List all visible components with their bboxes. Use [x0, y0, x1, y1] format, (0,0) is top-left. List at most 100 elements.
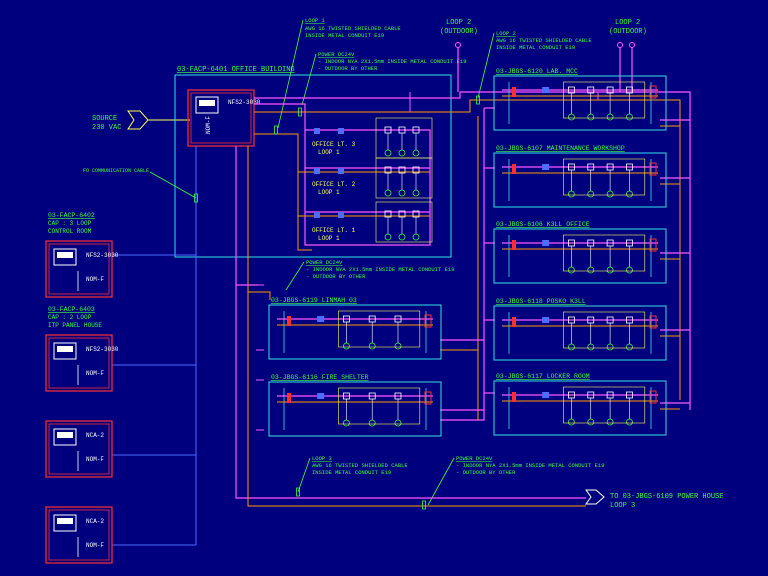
office-floor-3: OFFICE LT. 3 LOOP 1 [312, 141, 356, 156]
loop2-leader [477, 32, 495, 99]
right-jb-4-terminal-in [512, 317, 516, 327]
office-floor-2-detector-3 [412, 189, 420, 197]
loop3-note-l1: AWG 16 TWISTED SHIELDED CABLE [312, 462, 408, 469]
office-floor-1-control-module [314, 212, 320, 218]
side-panel-4-inner [48, 509, 110, 561]
power-note-3-title: POWER DC24V [456, 455, 493, 462]
power-note-2-title: POWER DC24V [306, 259, 343, 266]
loop3-note-title: LOOP 3 [312, 455, 332, 462]
mid-to-right-links [440, 339, 484, 411]
cable-marker-5 [422, 500, 426, 510]
right-jb-1-detector-1 [568, 113, 575, 121]
mid-jb-1-terminal-in [287, 316, 291, 326]
side-panel-1-model: NFS2-3030 [86, 252, 119, 259]
side-panel-1-screen [57, 252, 73, 258]
side-panel-1-location: CONTROL ROOM [48, 228, 92, 235]
fo-comm-cable-note: FO COMMUNICATION CABLE [83, 168, 197, 199]
right-jb-5-terminal-in [512, 392, 516, 402]
power-note-1: POWER DC24V - INDOOR NYA 2X1.5mm INSIDE … [301, 51, 467, 106]
right-jb-4-control-module [542, 317, 550, 323]
side-panel-2-display-icon [53, 342, 77, 360]
side-panel-2-outer [45, 334, 113, 392]
right-jb-1-control-module [542, 87, 550, 93]
power-house-label: TO 03-JBGS-6109 POWER HOUSE [610, 493, 723, 501]
fo-comm-cable-leader [149, 171, 197, 199]
power2-orange-trunk [254, 99, 681, 400]
loop2-taps [409, 92, 599, 112]
right-jb-3-detector-3 [606, 266, 614, 274]
power-note-3-leader [427, 457, 455, 506]
loop3-note-l2: INSIDE METAL CONDUIT E19 [312, 469, 391, 476]
power-note-2-leader [285, 261, 305, 291]
office-floor-1-detector-3 [412, 233, 420, 241]
mid-jb-1-terminal [424, 314, 432, 328]
right-jb-1-frame [493, 75, 667, 131]
loop1-note-l1: AWG 16 TWISTED SHIELDED CABLE [305, 25, 401, 32]
right-jb-2-frame [493, 152, 667, 208]
loop1-note-l2: INSIDE METAL CONDUIT E19 [305, 32, 384, 39]
office-building-title: 03-FACP-6401 OFFICE BUILDING [177, 66, 295, 74]
right-jb-1: 03-JBGS-6120 LAB. MCC [493, 68, 667, 131]
power-note-2-l1: - INDOOR NYA 2X1.5mm INSIDE METAL CONDUI… [306, 266, 455, 273]
cable-marker-2 [298, 107, 302, 117]
side-panel-4-screen [57, 518, 73, 524]
loop2-note: LOOP 2 AWG 16 TWISTED SHIELDED CABLE INS… [477, 30, 592, 99]
mid-jb-2-control-module [317, 393, 325, 399]
source-label: SOURCE [92, 115, 117, 123]
junction-box-panels: 03-JBGS-6120 LAB. MCC 03-JBGS-6107 MAINTE… [268, 68, 667, 437]
loop2-outdoor-a-sub: (OUTDOOR) [440, 28, 478, 36]
right-jb-4-detector-1 [568, 343, 575, 351]
office-floor-2-zone [375, 157, 433, 199]
office-floor-2-detector-2 [398, 189, 406, 197]
facp-6401-nom: NOM-F [205, 116, 212, 134]
office-floor-2-relay-module [338, 168, 344, 174]
loop3-note: LOOP 3 AWG 16 TWISTED SHIELDED CABLE INS… [297, 455, 408, 493]
power-house-arrow [585, 489, 605, 505]
right-jb-1-detector-3 [606, 113, 614, 121]
mid-jb-2-detector-3 [394, 419, 402, 427]
loop2-outdoor-b-terminal-2 [629, 42, 635, 48]
right-jb-3-detector-4 [626, 266, 633, 274]
facp-6401-outer [187, 89, 255, 147]
right-jb-3-detector-1 [568, 266, 575, 274]
side-panel-2-screen [57, 346, 73, 352]
power-note-1-l2: - OUTDOOR BY OTHER [318, 65, 378, 72]
mid-jb-2: 03-JBGS-6116 FIRE SHELTER [268, 374, 442, 437]
office-floor-2: OFFICE LT. 2 LOOP 1 [312, 181, 356, 196]
side-panel-1-nom: NOM-F [86, 276, 104, 283]
side-panel-3-nom: NOM-F [86, 456, 104, 463]
loop2-outdoor-a: LOOP 2 (OUTDOOR) [440, 19, 478, 92]
side-panel-2-location: ITP PANEL HOUSE [48, 322, 102, 329]
right-jb-2-title: 03-JBGS-6107 MAINTENANCE WORKSHOP [496, 145, 625, 152]
power3-mid-feed [248, 291, 271, 300]
facp-6401-model: NFS2-3030 [228, 99, 261, 106]
right-jb-3-terminal-in [512, 240, 516, 250]
side-panel-1-cap: CAP : 3 LOOP [48, 220, 92, 227]
right-jb-1-title: 03-JBGS-6120 LAB. MCC [496, 68, 578, 75]
loop1-note-title: LOOP 1 [305, 17, 326, 24]
office-floor-3-loop: LOOP 1 [318, 149, 340, 156]
power-house-loop: LOOP 3 [610, 502, 635, 510]
office-floor-1-zone [375, 201, 433, 243]
power-note-2: POWER DC24V - INDOOR NYA 2X1.5mm INSIDE … [285, 259, 455, 291]
right-jb-5-control-module [542, 392, 550, 398]
cable-marker-1 [274, 125, 278, 135]
right-jb-4-detector-4 [626, 343, 633, 351]
right-jb-2-detector-3 [606, 190, 614, 198]
right-jb-3-zone-frame [563, 234, 646, 272]
mid-jb-2-terminal-in [287, 393, 291, 403]
right-jb-1-terminal [649, 85, 657, 99]
right-jb-3-terminal [649, 238, 657, 252]
power1-orange-run [254, 133, 312, 251]
right-jb-2-detector-2 [587, 190, 595, 198]
side-panel-3-outer [45, 420, 113, 478]
power-note-3-l1: - INDOOR NYA 2X1.5mm INSIDE METAL CONDUI… [456, 462, 605, 469]
side-panel-1-inner [48, 243, 110, 295]
loop2-left-riser [440, 108, 485, 421]
office-floor-3-detector-2 [398, 149, 406, 157]
loop2-outdoor-a-terminal [455, 42, 461, 48]
right-jb-5-detector-4 [626, 418, 633, 426]
